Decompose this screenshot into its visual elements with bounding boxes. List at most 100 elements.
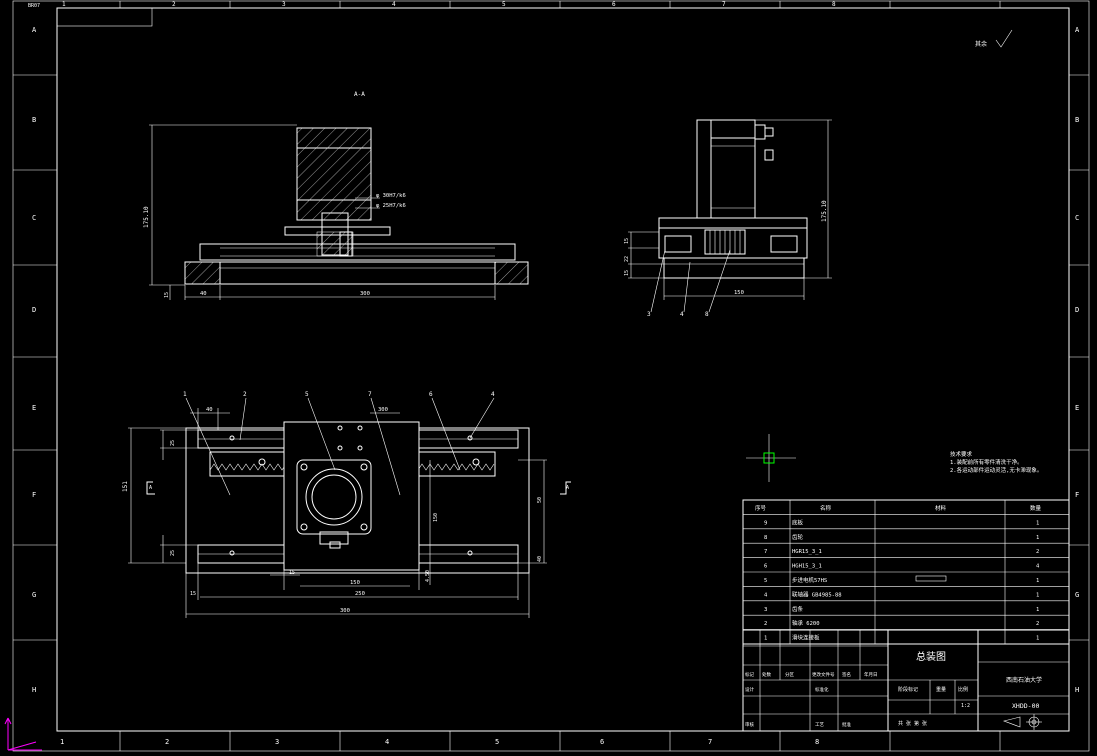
zone-letters-right: A B C D E F G H (1075, 26, 1080, 694)
bom-row-no: 7 (764, 549, 767, 555)
zone-letters-left: A B C D E F G H (32, 26, 37, 694)
top-motor-flange (296, 459, 372, 535)
svg-text:1.装配前所有零件清洗干净。: 1.装配前所有零件清洗干净。 (950, 458, 1023, 466)
top-dim-right-b: 40 (537, 556, 543, 562)
bom-row-qty: 1 (1036, 636, 1039, 642)
svg-text:G: G (1075, 591, 1079, 599)
bom-row-qty: 1 (1036, 592, 1039, 598)
top-view[interactable]: 1 2 5 7 6 4 40 300 151 25 25 50 40 150 4… (122, 391, 571, 618)
section-mark-left: A (149, 485, 152, 491)
side-dim-a: 15 (624, 238, 630, 244)
svg-text:4: 4 (392, 1, 396, 8)
corner-tag: BR07 (28, 3, 40, 9)
svg-text:8: 8 (815, 738, 819, 746)
bom-row-name: 底板 (792, 518, 804, 526)
bom-row-no: 4 (764, 592, 768, 598)
svg-text:A: A (1075, 26, 1080, 34)
svg-text:年月日: 年月日 (864, 671, 878, 678)
top-carriage-plate (283, 421, 420, 571)
bom-row-no: 9 (764, 520, 767, 526)
top-dim-bottom-c: 15 (190, 591, 196, 597)
svg-text:2.各运动部件运动灵活,无卡滞现象。: 2.各运动部件运动灵活,无卡滞现象。 (950, 466, 1042, 474)
front-dim-height: 175.10 (143, 206, 150, 228)
svg-text:H: H (32, 686, 36, 694)
svg-text:F: F (1075, 491, 1079, 499)
bom-row-no: 8 (764, 535, 767, 541)
bom-row-name: 联轴器 GB4985-88 (792, 590, 842, 598)
svg-text:1: 1 (62, 1, 66, 8)
scale-value: 1:2 (961, 703, 970, 709)
bom-row-qty: 2 (1036, 621, 1039, 627)
svg-text:处数: 处数 (762, 671, 771, 678)
top-dim-bottom-b: 250 (355, 591, 365, 597)
svg-text:5: 5 (502, 1, 506, 8)
front-view-section-label: A-A (354, 91, 365, 98)
svg-text:审核: 审核 (745, 721, 754, 728)
bom-row-name: 轴承 6200 (792, 619, 820, 627)
bom-row-no: 1 (764, 636, 767, 642)
svg-text:2: 2 (165, 738, 169, 746)
svg-text:2: 2 (172, 1, 176, 8)
company-name: 西南石油大学 (1006, 676, 1042, 684)
bom-row-name: HGH15_3_1 (792, 564, 822, 570)
svg-text:D: D (32, 306, 36, 314)
weight-label: 重量 (936, 686, 946, 693)
svg-text:6: 6 (612, 1, 616, 8)
svg-text:G: G (32, 591, 36, 599)
title-block[interactable]: 总装图 西南石油大学 XHDD-00 比例 1:2 重量 阶段标记 共 张 第 … (742, 629, 1070, 732)
bom-header-material: 材料 (935, 504, 947, 512)
surface-roughness-symbol: 其余 (975, 29, 1013, 48)
svg-text:更改文件号: 更改文件号 (812, 671, 835, 678)
side-callout-8: 8 (705, 311, 709, 318)
top-callout-4: 4 (491, 391, 495, 398)
svg-text:6: 6 (600, 738, 604, 746)
svg-text:5: 5 (495, 738, 499, 746)
svg-text:4: 4 (385, 738, 389, 746)
top-dim-left-a: 25 (170, 440, 176, 446)
svg-text:7: 7 (722, 1, 726, 8)
svg-text:7: 7 (708, 738, 712, 746)
side-dim-total: 175.10 (821, 200, 828, 222)
bom-row-no: 6 (764, 564, 767, 570)
ucs-axis-icon (4, 717, 42, 751)
side-view[interactable]: 175.10 15 22 15 150 3 4 8 (624, 119, 832, 318)
svg-text:设计: 设计 (745, 686, 754, 693)
front-dim-base: 15 (164, 292, 170, 298)
svg-text:标准化: 标准化 (815, 686, 829, 693)
svg-text:标记: 标记 (745, 671, 754, 678)
zone-numbers-top: 1 2 3 4 5 6 7 8 (62, 1, 836, 8)
front-view[interactable]: A-A φ 30H7/k6 φ 25H7/k6 175.10 (143, 91, 529, 300)
side-dim-c: 15 (624, 270, 630, 276)
bom-row-name: 滑块连接板 (792, 634, 820, 642)
svg-text:B: B (32, 116, 36, 124)
top-dim-center: 150 (433, 513, 439, 522)
svg-text:批准: 批准 (842, 721, 851, 728)
top-dim-bottom-a: 150 (350, 580, 360, 586)
bom-row-no: 5 (764, 578, 767, 584)
bom-row-qty: 1 (1036, 520, 1039, 526)
svg-text:A: A (32, 26, 37, 34)
svg-text:1: 1 (60, 738, 64, 746)
motor-body (296, 127, 372, 221)
svg-text:其余: 其余 (975, 40, 987, 48)
svg-text:E: E (32, 404, 36, 412)
top-motor-boss-outer (305, 468, 363, 526)
sheet-inner-border (56, 7, 1070, 732)
shaft-section (316, 231, 354, 257)
technical-requirements: 技术要求 1.装配前所有零件清洗干净。 2.各运动部件运动灵活,无卡滞现象。 (950, 450, 1042, 474)
side-motor-body (696, 119, 756, 219)
bom-row-qty: 1 (1036, 578, 1039, 584)
svg-text:3: 3 (275, 738, 279, 746)
svg-text:H: H (1075, 686, 1079, 694)
bom-row-no: 3 (764, 607, 767, 613)
svg-text:F: F (32, 491, 36, 499)
svg-text:签名: 签名 (842, 671, 851, 678)
bom-row-qty: 1 (1036, 607, 1039, 613)
front-carriage-plate (199, 243, 516, 261)
projection-symbol-icon (1002, 714, 1042, 730)
bom-row-qty: 4 (1036, 564, 1040, 570)
stage-label: 阶段标记 (898, 686, 918, 693)
top-dim-side: 151 (122, 481, 129, 492)
